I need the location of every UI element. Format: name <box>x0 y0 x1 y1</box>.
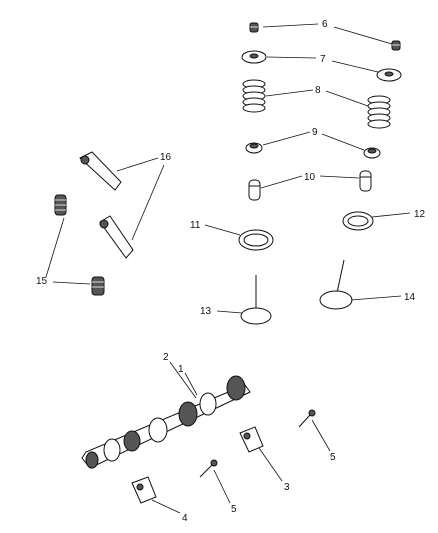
callout-2: 2 <box>163 352 169 363</box>
callout-1: 1 <box>178 364 184 375</box>
intake-valve <box>240 275 272 325</box>
rocker-arm-lower <box>99 215 134 259</box>
bearing-cap-bolt-left <box>199 459 218 478</box>
callout-3: 3 <box>284 482 290 493</box>
spring-retainer-left <box>241 50 267 64</box>
callout-labels: 6 7 8 9 10 11 12 13 14 15 16 2 1 3 4 5 5 <box>36 19 426 524</box>
valve-spring-left <box>242 79 266 113</box>
valve-keeper-right <box>391 40 401 51</box>
bearing-cap-4 <box>131 476 157 504</box>
stem-seal-left <box>245 142 263 154</box>
spring-retainer-right <box>376 68 402 82</box>
rocker-arm-upper <box>79 151 122 191</box>
callout-14: 14 <box>404 292 416 303</box>
valve-spring-right <box>367 95 391 129</box>
leader-lines <box>45 23 411 514</box>
camshaft <box>81 375 251 469</box>
bearing-cap-bolt-right <box>298 409 316 428</box>
lash-adjuster-left <box>248 179 261 201</box>
hydraulic-adjuster-lower <box>91 276 105 296</box>
callout-12: 12 <box>414 209 426 220</box>
bearing-cap-3 <box>239 426 264 453</box>
callout-8: 8 <box>315 85 321 96</box>
callout-11: 11 <box>190 220 201 231</box>
callout-16: 16 <box>160 152 172 163</box>
callout-6: 6 <box>322 19 328 30</box>
callout-4: 4 <box>182 513 188 524</box>
callout-9: 9 <box>312 127 318 138</box>
valve-keeper-left <box>249 22 259 33</box>
callout-15: 15 <box>36 276 48 287</box>
callout-5-left: 5 <box>231 504 237 515</box>
callout-10: 10 <box>304 172 316 183</box>
lash-adjuster-right <box>359 170 372 192</box>
callout-5-right: 5 <box>330 452 336 463</box>
valve-seat-exhaust <box>342 211 374 231</box>
callout-7: 7 <box>320 54 326 65</box>
exhaust-valve <box>319 259 353 310</box>
stem-seal-right <box>363 147 381 159</box>
valve-seat-intake <box>238 229 274 251</box>
hydraulic-adjuster-upper <box>54 194 67 216</box>
callout-13: 13 <box>200 306 212 317</box>
